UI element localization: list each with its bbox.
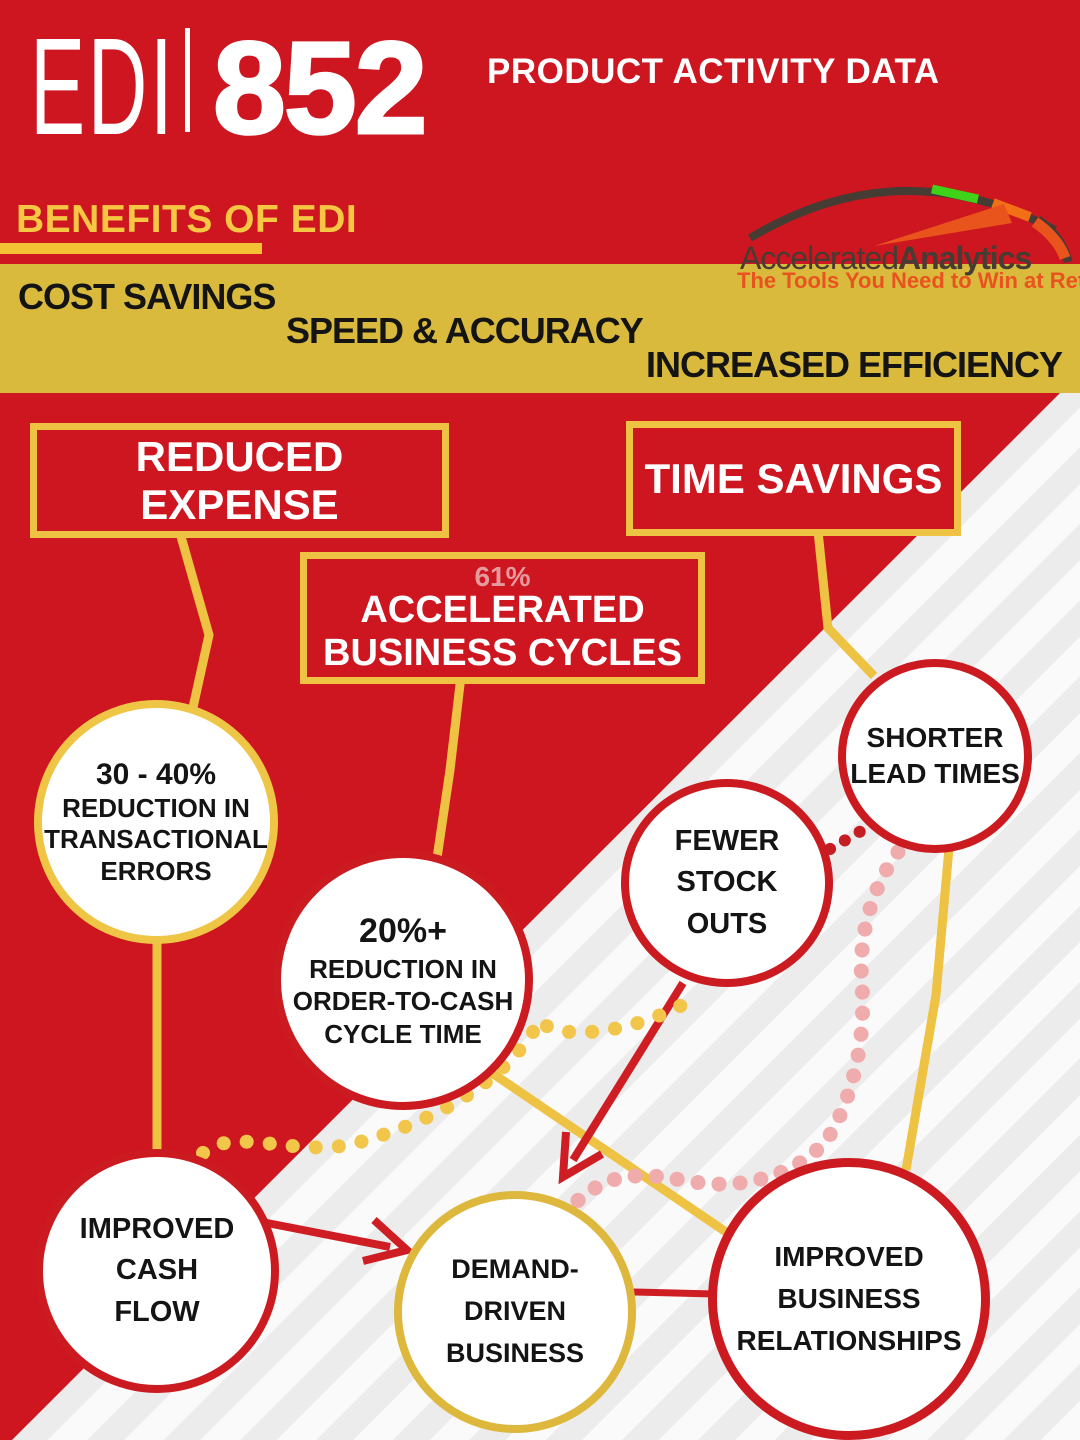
otc-line1: 20%+ (359, 912, 447, 950)
dd-line3: BUSINESS (445, 1337, 585, 1368)
fso-line2: STOCK (676, 866, 778, 899)
speedometer-needle-icon (874, 204, 1012, 246)
ibr-line1: IMPROVED (774, 1241, 924, 1272)
accelerated-line2: BUSINESS CYCLES (323, 631, 682, 674)
connector-cycles-to-order-to-cash (432, 675, 466, 859)
yellow-band (0, 264, 1080, 393)
stat-61-percent: 61% (474, 560, 531, 592)
ibr-line2: BUSINESS (777, 1283, 921, 1314)
speedometer-logo-icon (747, 184, 1073, 264)
connector-lead-times-to-relationships (901, 847, 954, 1171)
arrowhead-to-demand-top (558, 1131, 605, 1185)
fso-line1: FEWER (674, 825, 780, 858)
brand-edi: EDI (30, 10, 176, 164)
circle-order-to-cash: 20%+ REDUCTION IN ORDER-TO-CASH CYCLE TI… (273, 850, 533, 1110)
errors-line3: TRANSACTIONAL (44, 824, 268, 855)
logo-tagline: The Tools You Need to Win at Retail® (737, 268, 1080, 293)
dotted-connector-cash-flow-to-stock-outs (196, 989, 705, 1160)
icf-line3: FLOW (114, 1295, 200, 1328)
reduced-expense-box: REDUCED EXPENSE (30, 423, 449, 538)
band-label-speed-accuracy: SPEED & ACCURACY (286, 310, 644, 351)
diagonal-red-panel (0, 393, 1060, 1440)
connector-cash-flow-to-demand (261, 1218, 391, 1251)
ibr-line3: RELATIONSHIPS (736, 1325, 962, 1356)
dd-line1: DEMAND- (451, 1254, 579, 1285)
icf-line1: IMPROVED (79, 1213, 235, 1246)
section-title: BENEFITS OF EDI (16, 198, 358, 241)
dd-line2: DRIVEN (463, 1296, 566, 1327)
accelerated-line1: ACCELERATED (360, 589, 645, 632)
page-subtitle: PRODUCT ACTIVITY DATA (487, 52, 940, 91)
band-label-increased-efficiency: INCREASED EFFICIENCY (646, 344, 1063, 385)
circle-improved-cash-flow: IMPROVED CASH FLOW (35, 1149, 279, 1393)
accelerated-cycles-box: 61% ACCELERATED BUSINESS CYCLES (300, 552, 705, 684)
circle-shorter-lead-times: SHORTER LEAD TIMES (838, 659, 1032, 853)
logo-name-regular: Accelerated (740, 240, 899, 276)
connector-reduced-expense-to-errors (175, 531, 214, 713)
brand-divider (185, 28, 190, 132)
arrowhead-to-demand-left (362, 1217, 416, 1265)
logo-wordmark: AcceleratedAnalytics (740, 240, 1032, 277)
circle-fewer-stock-outs: FEWER STOCK OUTS (621, 779, 833, 987)
circle-improved-relationships: IMPROVED BUSINESS RELATIONSHIPS (708, 1158, 990, 1440)
brand-852: 852 (212, 14, 430, 161)
fso-line3: OUTS (686, 907, 768, 940)
circle-transactional-errors: 30 - 40% REDUCTION IN TRANSACTIONAL ERRO… (34, 700, 278, 944)
time-savings-box: TIME SAVINGS (626, 421, 961, 536)
dotted-connector-lead-times-to-demand (562, 844, 906, 1216)
yellow-connectors (152, 530, 954, 1236)
errors-line4: ERRORS (100, 855, 212, 886)
circle-demand-driven: DEMAND- DRIVEN BUSINESS (394, 1191, 636, 1433)
connector-stock-outs-to-demand (569, 980, 687, 1163)
connector-order-to-cash-to-relationships (467, 1054, 729, 1236)
slt-line1: SHORTER (866, 721, 1004, 753)
otc-line2: REDUCTION IN (309, 953, 497, 984)
errors-line1: 30 - 40% (95, 758, 217, 792)
otc-line4: CYCLE TIME (324, 1018, 482, 1049)
connector-demand-to-relationships (632, 1288, 715, 1298)
top-red-panel (0, 0, 1080, 266)
otc-line3: ORDER-TO-CASH (292, 986, 514, 1016)
logo-name-bold: Analytics (897, 240, 1032, 276)
slt-line2: LEAD TIMES (850, 758, 1020, 789)
section-title-underline (0, 243, 262, 254)
errors-line2: REDUCTION IN (62, 793, 250, 824)
dotted-connector-stock-outs-to-lead-times (824, 821, 874, 855)
band-label-cost-savings: COST SAVINGS (18, 276, 276, 317)
icf-line2: CASH (115, 1254, 199, 1287)
connector-time-savings-to-lead-times (813, 530, 878, 680)
